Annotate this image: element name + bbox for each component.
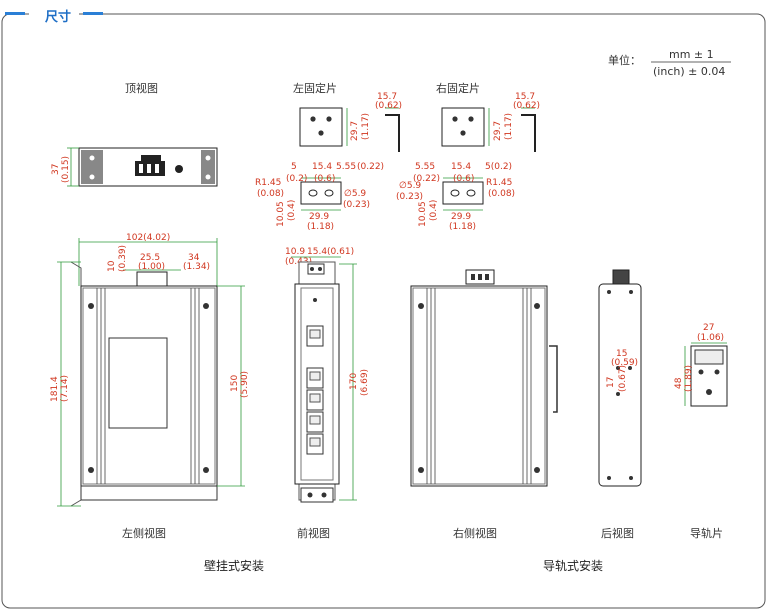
label-right-bracket: 右固定片 xyxy=(436,81,480,95)
unit-label: 单位： xyxy=(608,53,641,67)
dim-lb-flange: 15.7 xyxy=(377,92,397,102)
dim-lb-b: 15.4 xyxy=(312,162,332,172)
dim-rb-flange-inch: (0.62) xyxy=(513,101,540,111)
left-bracket-top: 29.7 (1.17) 15.7 (0.62) xyxy=(299,92,402,152)
dim-top-height: 37 xyxy=(51,164,61,175)
section-title: 尺寸 xyxy=(45,9,71,25)
dim-fv-height: 170 xyxy=(349,373,359,390)
rail-clip-view: 27 (1.06) 48 (1.89) xyxy=(674,323,728,407)
front-view: 10.9 (0.43) 15.4(0.61) 170 (6.69) xyxy=(285,247,370,503)
left-bracket-detail: 5 (0.2) 15.4 (0.6) 5.55 (0.22) R1.45 (0.… xyxy=(255,162,384,232)
dim-fv-a: 10.9 xyxy=(285,247,305,257)
dim-rb-c: 5(0.2) xyxy=(485,162,512,172)
dim-rb-w-inch: (1.18) xyxy=(449,222,476,232)
unit-denominator: (inch) ± 0.04 xyxy=(653,65,725,78)
dim-rb-v-inch: (0.4) xyxy=(429,200,439,221)
dim-lb-d-inch: (0.23) xyxy=(343,200,370,210)
dim-lb-c: 5.55 xyxy=(336,162,356,172)
dim-lb-a: 5 xyxy=(291,162,297,172)
dim-rb-height-inch: (1.17) xyxy=(504,113,514,140)
dim-rb-flange: 15.7 xyxy=(515,92,535,102)
caption-din-rail: 导轨式安装 xyxy=(543,558,603,573)
label-left-bracket: 左固定片 xyxy=(293,81,337,95)
dim-rb-d-inch: (0.23) xyxy=(396,192,423,202)
dim-lb-v: 10.05 xyxy=(276,201,286,227)
dim-lb-flange-inch: (0.62) xyxy=(375,101,402,111)
dim-lb-c-inch: (0.22) xyxy=(357,162,384,172)
dim-rc-width-inch: (1.06) xyxy=(697,333,724,343)
top-view: 37 (0.15) xyxy=(51,147,218,187)
dim-rc-height: 48 xyxy=(674,377,684,389)
dim-lb-w-inch: (1.18) xyxy=(307,222,334,232)
label-rail-clip: 导轨片 xyxy=(690,526,723,540)
dim-ls-c: 34 xyxy=(188,253,200,263)
dim-lb-r-inch: (0.08) xyxy=(257,189,284,199)
dim-rv-a-inch: (0.59) xyxy=(611,358,638,368)
label-left-side-view: 左侧视图 xyxy=(122,526,166,540)
label-right-side-view: 右侧视图 xyxy=(453,526,497,540)
dim-rb-v: 10.05 xyxy=(418,201,428,227)
dim-lb-r: R1.45 xyxy=(255,178,281,188)
dim-lb-height-inch: (1.17) xyxy=(361,113,371,140)
dim-rb-b: 15.4 xyxy=(451,162,471,172)
dim-top-height-inch: (0.15) xyxy=(61,156,71,183)
label-front-view: 前视图 xyxy=(297,526,330,540)
dim-rc-height-inch: (1.89) xyxy=(684,365,694,392)
dim-lb-a-inch: (0.2) xyxy=(286,174,307,184)
dim-rb-w: 29.9 xyxy=(451,212,471,222)
dim-ls-height: 181.4 xyxy=(50,376,60,402)
dim-rb-a: 5.55 xyxy=(415,162,435,172)
dim-ls-width: 102(4.02) xyxy=(126,233,170,243)
dim-rv-a: 15 xyxy=(616,349,627,359)
dim-lb-d: ∅5.9 xyxy=(344,189,366,199)
frame-border xyxy=(1,13,766,609)
dim-rc-width: 27 xyxy=(703,323,714,333)
dim-rv-b: 17 xyxy=(606,377,616,388)
dim-fv-height-inch: (6.69) xyxy=(360,369,370,396)
rear-view: 15 (0.59) 17 (0.67) xyxy=(598,269,642,487)
dim-rb-b-inch: (0.6) xyxy=(453,174,474,184)
dim-ls-b: 25.5 xyxy=(140,253,160,263)
label-top-view: 顶视图 xyxy=(125,81,158,95)
dim-rb-d: ∅5.9 xyxy=(399,181,421,191)
dim-rb-a-inch: (0.22) xyxy=(413,174,440,184)
dim-rb-r: R1.45 xyxy=(486,178,512,188)
dim-ls-h2-inch: (5.90) xyxy=(240,371,250,398)
label-rear-view: 后视图 xyxy=(601,526,634,540)
dim-rb-height: 29.7 xyxy=(493,121,503,141)
caption-wall-mount: 壁挂式安装 xyxy=(204,558,264,573)
dim-ls-c-inch: (1.34) xyxy=(183,262,210,272)
dim-rv-b-inch: (0.67) xyxy=(618,365,628,392)
dim-lb-w: 29.9 xyxy=(309,212,329,222)
dim-ls-a: 10 xyxy=(107,260,117,272)
dim-rb-r-inch: (0.08) xyxy=(488,189,515,199)
right-bracket-top: 29.7 (1.17) 15.7 (0.62) xyxy=(441,92,540,152)
dim-fv-b: 15.4(0.61) xyxy=(307,247,354,257)
dim-ls-a-inch: (0.39) xyxy=(118,245,128,272)
dim-lb-v-inch: (0.4) xyxy=(287,200,297,221)
dim-ls-height-inch: (7.14) xyxy=(60,375,70,402)
dim-ls-h2: 150 xyxy=(230,375,240,392)
right-bracket-detail: 5.55 (0.22) 15.4 (0.6) 5(0.2) R1.45 (0.0… xyxy=(396,162,515,232)
unit-numerator: mm ± 1 xyxy=(669,48,714,61)
dim-lb-b-inch: (0.6) xyxy=(314,174,335,184)
dim-ls-b-inch: (1.00) xyxy=(138,262,165,272)
dim-lb-height: 29.7 xyxy=(350,121,360,141)
right-side-view xyxy=(410,269,558,487)
left-side-view: 102(4.02) 10 (0.39) 25.5 (1.00) 34 (1.34… xyxy=(50,233,250,507)
